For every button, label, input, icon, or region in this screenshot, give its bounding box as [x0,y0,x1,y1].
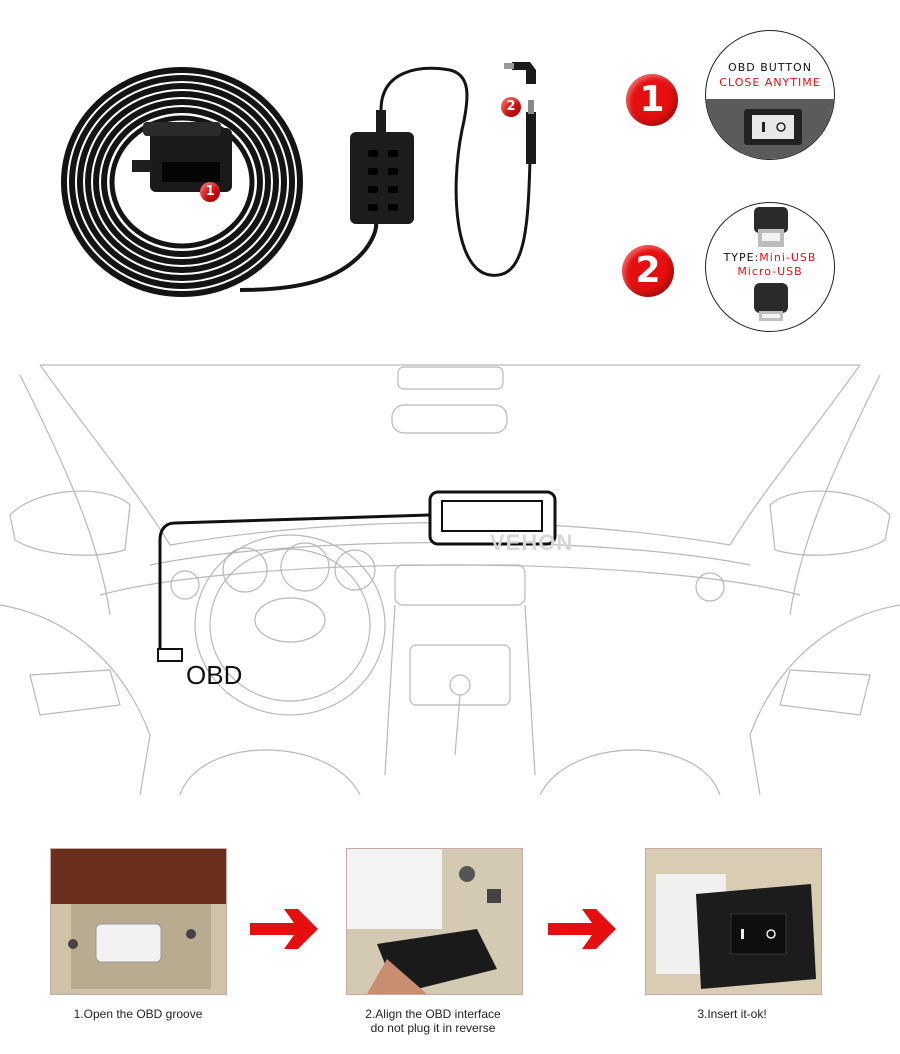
step-3-photo [645,848,822,995]
step-1-photo [50,848,227,995]
obd-groove-image [51,849,226,994]
callout-usb-type: TYPE:Mini-USB [706,251,834,264]
marker-one-small: 1 [200,182,220,202]
obd-cable-product-image [61,62,536,297]
obd-button-callout: OBD BUTTON CLOSE ANYTIME [705,30,835,160]
step-2-caption-line1: 2.Align the OBD interface [365,1007,501,1021]
step-3-caption-line1: 3.Insert it-ok! [697,1007,767,1021]
arrow-right-icon-2 [548,909,616,949]
mini-usb-icon [754,207,788,247]
step-3-caption: 3.Insert it-ok! [617,1007,847,1021]
watermark-logo: VEHON [490,530,574,555]
step-2-caption: 2.Align the OBD interface do not plug it… [318,1007,548,1035]
obd-label: OBD [186,660,243,690]
step-1-caption-line1: 1.Open the OBD groove [73,1007,203,1021]
rocker-switch-icon [706,99,834,159]
callout-obd-subtitle: CLOSE ANYTIME [719,76,821,89]
type-prefix: TYPE: [723,251,760,264]
step-2-caption-line2: do not plug it in reverse [370,1021,496,1035]
marker-one-large: 1 [626,74,678,126]
usb-type-callout: TYPE:Mini-USB Micro-USB [705,202,835,332]
arrow-right-icon [250,909,318,949]
obd-align-image [347,849,522,994]
marker-two-large: 2 [622,245,674,297]
car-interior-diagram: VEHON OBD [0,355,900,795]
car-interior-line-drawing [0,364,900,795]
callout-obd-title: OBD BUTTON [728,61,812,74]
installation-steps: 1.Open the OBD groove 2.Align the OBD in… [0,845,900,1045]
product-section: 1 2 1 2 OBD BUTTON CLOSE ANYTIME TYPE:Mi… [0,0,900,345]
step-1-caption: 1.Open the OBD groove [23,1007,253,1021]
obd-inserted-image [646,849,821,994]
micro-usb-icon [754,283,788,321]
type-micro-usb: Micro-USB [737,265,803,278]
step-2-photo [346,848,523,995]
type-mini-usb: Mini-USB [759,251,817,264]
marker-two-small: 2 [501,97,521,117]
